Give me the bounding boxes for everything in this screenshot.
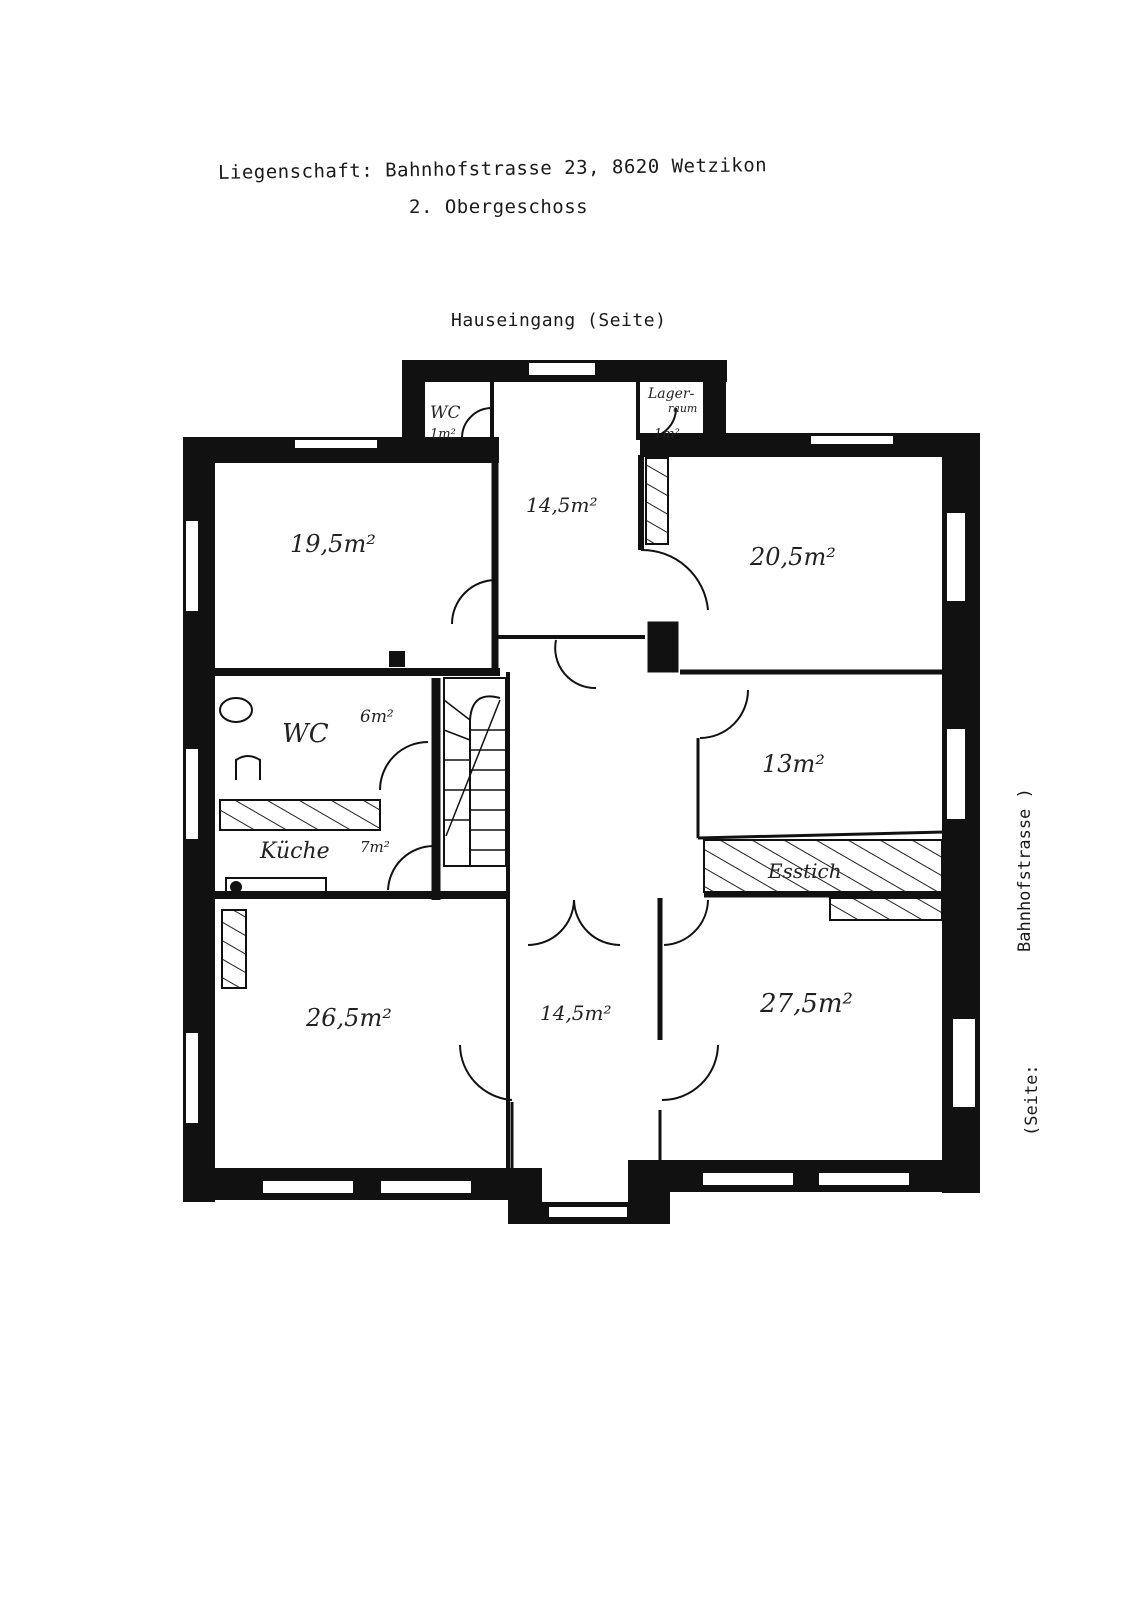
exterior-walls	[183, 360, 980, 1224]
lager-label: Lager-	[647, 386, 695, 402]
wc-small-area: 1m²	[430, 427, 456, 442]
entry-hall-area: 14,5m²	[526, 493, 598, 517]
room-bottom-left-area: 26,5m²	[305, 1004, 392, 1032]
wc-bath-area: 6m²	[360, 707, 394, 727]
dining-label: Esstich	[767, 859, 842, 883]
kitchen-label: Küche	[259, 839, 330, 864]
wc-small-label: WC	[430, 403, 460, 423]
lager-label-2: raum	[668, 402, 697, 415]
fixtures	[219, 651, 405, 897]
lager-area: 1m²	[654, 427, 680, 442]
windows	[184, 361, 977, 1219]
room-mid-right-area: 13m²	[762, 750, 825, 778]
room-top-right-area: 20,5m²	[749, 543, 836, 571]
hall-bottom-area: 14,5m²	[540, 1001, 612, 1025]
room-labels: WC 1m² Lager- raum 1m² 19,5m² 14,5m² 20,…	[259, 386, 853, 1032]
room-bottom-right-area: 27,5m²	[759, 989, 853, 1019]
wc-bath-label: WC	[282, 719, 329, 749]
kitchen-area: 7m²	[360, 838, 390, 856]
door-swings	[379, 407, 749, 1101]
floor-title: 2. Obergeschoss	[409, 196, 589, 218]
staircase	[443, 677, 507, 867]
hatched-areas	[219, 457, 943, 989]
room-top-left-area: 19,5m²	[290, 530, 376, 558]
entrance-label: Hauseingang (Seite)	[451, 310, 667, 331]
